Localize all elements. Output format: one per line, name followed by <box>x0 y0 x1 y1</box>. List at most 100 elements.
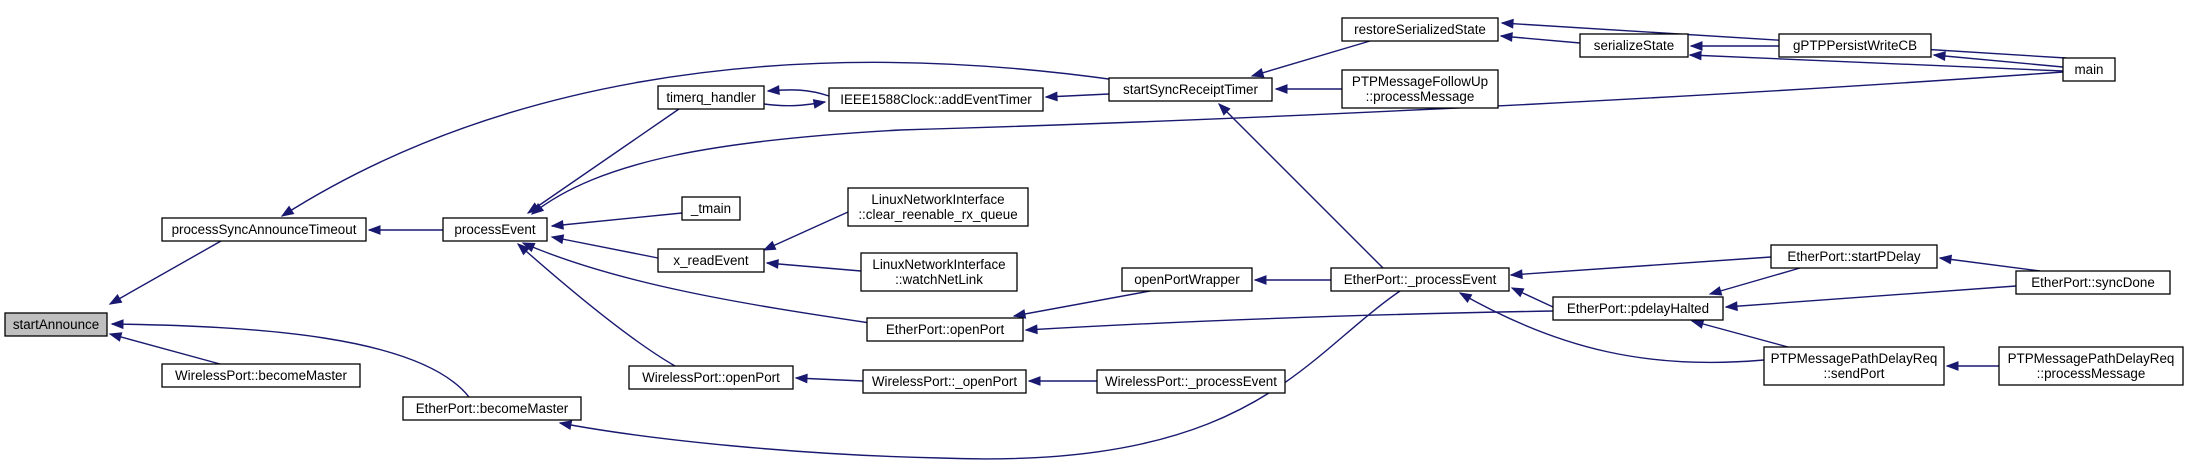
node-box[interactable] <box>4 312 108 337</box>
arrowhead <box>766 85 780 95</box>
node-box[interactable] <box>1998 346 2184 386</box>
node-box[interactable] <box>2062 57 2116 82</box>
call-edge-wirelessport-openport-to-processevent <box>516 243 676 367</box>
edge-line <box>1218 103 1384 269</box>
call-edge-processevent-to-processsyncannouncetimeout <box>367 225 443 235</box>
node-box[interactable] <box>1108 77 1273 102</box>
arrowhead <box>1274 84 1288 94</box>
node-x-readevent[interactable]: x_readEvent <box>657 248 765 273</box>
node-etherport-openport[interactable]: EtherPort::openPort <box>866 317 1024 342</box>
edge-line <box>109 240 222 305</box>
node-wirelessport-becomemaster[interactable]: WirelessPort::becomeMaster <box>161 363 361 388</box>
node-label: WirelessPort::_openPort <box>872 374 1017 389</box>
node-box[interactable] <box>1552 296 1724 321</box>
node-tmain[interactable]: _tmain <box>681 196 741 221</box>
node-box[interactable] <box>1330 267 1510 292</box>
node-box[interactable] <box>1341 17 1499 42</box>
node-startsyncreceipttimer[interactable]: startSyncReceiptTimer <box>1108 77 1273 102</box>
call-edge-ptpmessagepathdelayreq-sendport-to-etherport-processevent <box>1458 292 1765 364</box>
node-box[interactable] <box>628 365 794 390</box>
call-edge-wirelessport-becomemaster-to-startannounce <box>108 332 221 365</box>
arrowhead <box>1253 275 1267 285</box>
node-box[interactable] <box>1763 346 1945 386</box>
node-box[interactable] <box>442 217 548 242</box>
node-linuxnetworkinterface-clear-reenable-rx-queue[interactable]: LinuxNetworkInterface::clear_reenable_rx… <box>847 187 1029 227</box>
call-edge-main-to-processevent <box>530 71 2064 215</box>
arrowhead <box>1724 301 1738 312</box>
call-edge-openportwrapper-to-etherport-openport <box>1012 290 1151 319</box>
node-label: ::processMessage <box>2037 366 2146 381</box>
call-edge-etherport-pdelayhalted-to-etherport-processevent <box>1510 287 1554 308</box>
node-box[interactable] <box>161 363 361 388</box>
node-etherport-pdelayhalted[interactable]: EtherPort::pdelayHalted <box>1552 296 1724 321</box>
node-box[interactable] <box>402 396 582 421</box>
node-box[interactable] <box>2015 270 2171 295</box>
node-box[interactable] <box>1341 69 1499 109</box>
node-label: IEEE1588Clock::addEventTimer <box>840 92 1032 107</box>
edge-line <box>281 61 1117 217</box>
node-box[interactable] <box>1579 33 1689 58</box>
arrowhead <box>1044 91 1058 102</box>
call-edge-ptpmessagefollowup-processmessage-to-startsyncreceipttimer <box>1274 84 1342 94</box>
node-ieee1588clock-addeventtimer[interactable]: IEEE1588Clock::addEventTimer <box>828 87 1044 112</box>
node-wirelessport-openport[interactable]: WirelessPort::openPort <box>628 365 794 390</box>
node-etherport-startpdelay[interactable]: EtherPort::startPDelay <box>1770 244 1938 269</box>
arrowhead <box>367 225 381 235</box>
node-serializestate[interactable]: serializeState <box>1579 33 1689 58</box>
edge-line <box>551 236 659 259</box>
node-box[interactable] <box>866 317 1024 342</box>
arrowhead <box>1218 103 1231 116</box>
node-box[interactable] <box>862 369 1027 394</box>
call-edge-linuxnetworkinterface-clear-reenable-rx-queue-to-x-readevent <box>762 211 849 251</box>
node-ptpmessagepathdelayreq-processmessage[interactable]: PTPMessagePathDelayReq::processMessage <box>1998 346 2184 386</box>
call-edge-etherport-startpdelay-to-etherport-processevent <box>1509 256 1772 280</box>
call-edge-processsyncannouncetimeout-to-startannounce <box>108 240 222 305</box>
node-main[interactable]: main <box>2062 57 2116 82</box>
node-openportwrapper[interactable]: openPortWrapper <box>1121 267 1253 292</box>
node-wirelessport-processevent[interactable]: WirelessPort::_processEvent <box>1096 369 1286 394</box>
arrowhead <box>550 219 564 230</box>
node-timerq-handler[interactable]: timerq_handler <box>657 85 765 110</box>
edge-line <box>517 243 676 367</box>
node-processevent[interactable]: processEvent <box>442 217 548 242</box>
arrowhead <box>1499 32 1513 42</box>
node-processsyncannouncetimeout[interactable]: processSyncAnnounceTimeout <box>161 217 367 242</box>
node-label: ::processMessage <box>1366 89 1475 104</box>
edge-line <box>1709 267 1801 295</box>
node-wirelessport-openport[interactable]: WirelessPort::_openPort <box>862 369 1027 394</box>
node-box[interactable] <box>657 248 765 273</box>
node-box[interactable] <box>1778 33 1932 58</box>
node-box[interactable] <box>1096 369 1286 394</box>
arrowhead <box>1027 376 1041 386</box>
node-box[interactable] <box>847 187 1029 227</box>
node-ptpmessagepathdelayreq-sendport[interactable]: PTPMessagePathDelayReq::sendPort <box>1763 346 1945 386</box>
arrowhead <box>1458 292 1473 303</box>
node-label: LinuxNetworkInterface <box>871 192 1004 207</box>
node-label: PTPMessagePathDelayReq <box>2008 351 2175 366</box>
node-box[interactable] <box>828 87 1044 112</box>
node-label: startSyncReceiptTimer <box>1123 82 1258 97</box>
arrowhead <box>1688 50 1702 61</box>
node-linuxnetworkinterface-watchnetlink[interactable]: LinuxNetworkInterface::watchNetLink <box>860 252 1018 292</box>
node-box[interactable] <box>681 196 741 221</box>
node-etherport-becomemaster[interactable]: EtherPort::becomeMaster <box>402 396 582 421</box>
node-etherport-syncdone[interactable]: EtherPort::syncDone <box>2015 270 2171 295</box>
node-box[interactable] <box>1121 267 1253 292</box>
node-ptpmessagefollowup-processmessage[interactable]: PTPMessageFollowUp::processMessage <box>1341 69 1499 109</box>
node-gptppersistwritecb[interactable]: gPTPPersistWriteCB <box>1778 33 1932 58</box>
node-box[interactable] <box>1770 244 1938 269</box>
node-restoreserializedstate[interactable]: restoreSerializedState <box>1341 17 1499 42</box>
arrowhead <box>1945 361 1959 371</box>
node-startannounce[interactable]: startAnnounce <box>4 312 108 337</box>
node-etherport-processevent[interactable]: EtherPort::_processEvent <box>1330 267 1510 292</box>
node-box[interactable] <box>161 217 367 242</box>
edge-line <box>1689 54 2064 72</box>
edge-line <box>111 323 470 398</box>
arrowhead <box>530 203 545 215</box>
call-edge-etherport-processevent-to-etherport-becomemaster <box>558 290 1401 460</box>
node-label: PTPMessageFollowUp <box>1352 74 1488 89</box>
arrowhead <box>1250 68 1265 78</box>
node-box[interactable] <box>860 252 1018 292</box>
node-box[interactable] <box>657 85 765 110</box>
node-label: EtherPort::pdelayHalted <box>1567 301 1709 316</box>
